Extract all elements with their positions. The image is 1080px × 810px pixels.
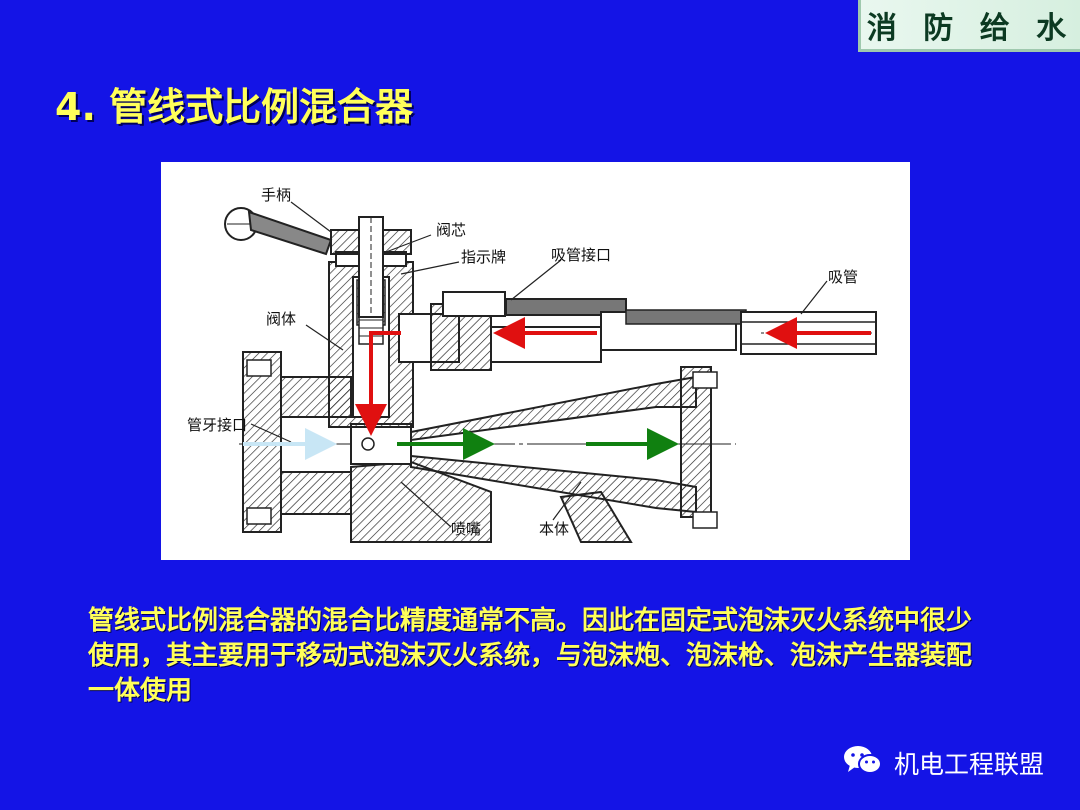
label-suction-connector: 吸管接口 bbox=[551, 246, 611, 264]
watermark: 机电工程联盟 bbox=[842, 742, 1044, 784]
slide-title: 4. 管线式比例混合器 bbox=[55, 85, 414, 129]
wechat-icon bbox=[842, 742, 884, 784]
handle bbox=[224, 207, 333, 256]
label-handle: 手柄 bbox=[261, 186, 291, 204]
slide-description: 管线式比例混合器的混合比精度通常不高。因此在固定式泡沫灭火系统中很少使用，其主要… bbox=[88, 606, 973, 706]
mixer-diagram: 手柄 阀芯 指示牌 吸管接口 吸管 阀体 管牙接口 喷嘴 本体 bbox=[161, 162, 910, 560]
label-pipe-thread: 管牙接口 bbox=[187, 416, 247, 434]
label-valve-core: 阀芯 bbox=[436, 221, 466, 239]
label-nozzle: 喷嘴 bbox=[451, 520, 481, 538]
suction-flow-arrow bbox=[355, 331, 401, 436]
valve-core bbox=[330, 216, 412, 318]
label-indicator: 指示牌 bbox=[461, 248, 506, 266]
watermark-text: 机电工程联盟 bbox=[893, 750, 1044, 779]
label-valve-body: 阀体 bbox=[266, 310, 296, 328]
label-body: 本体 bbox=[539, 520, 569, 538]
label-suction-pipe: 吸管 bbox=[828, 268, 858, 286]
section-tag: 消 防 给 水 bbox=[858, 0, 1080, 52]
